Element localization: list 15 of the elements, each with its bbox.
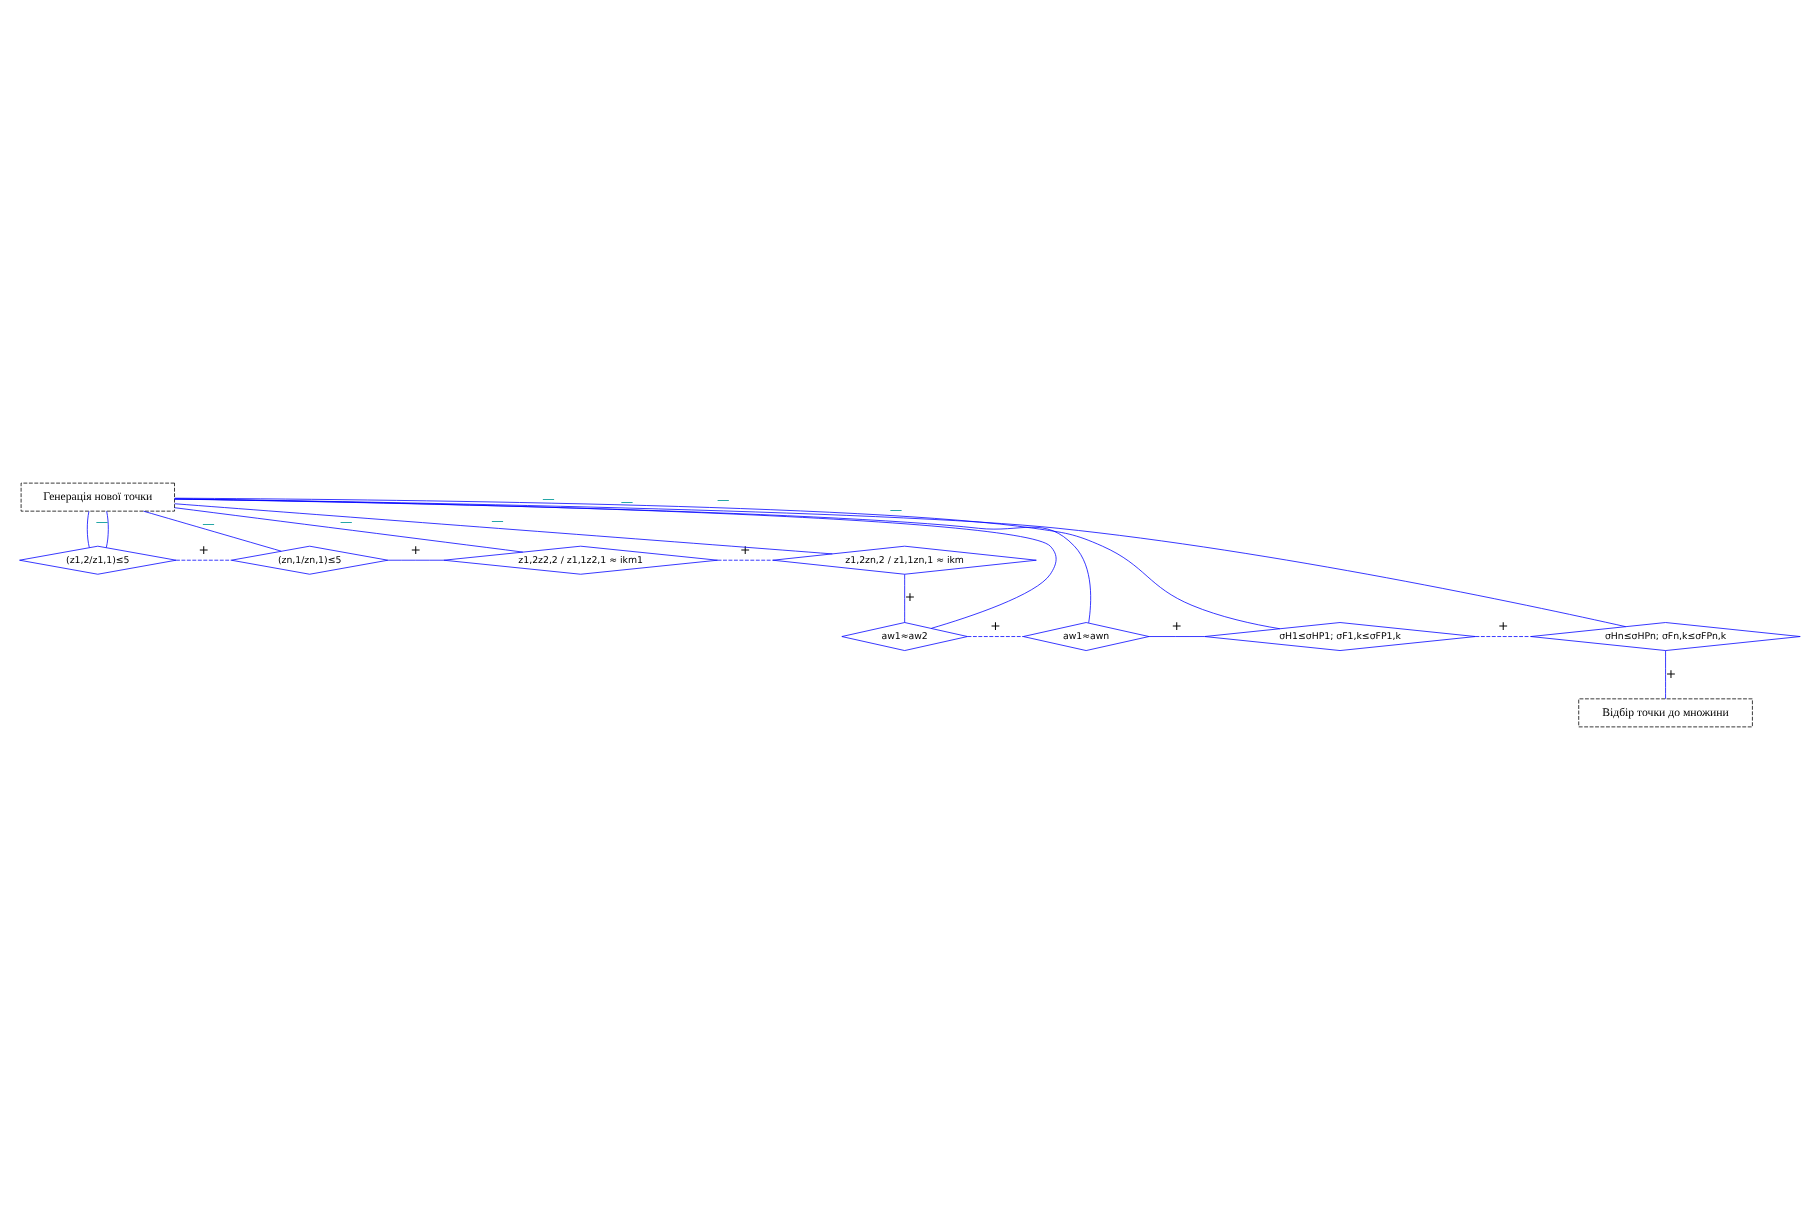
connector <box>967 636 1024 637</box>
connector <box>717 559 774 561</box>
connector <box>143 510 282 552</box>
connector <box>1148 636 1205 637</box>
connector <box>105 510 109 548</box>
connector <box>174 503 833 555</box>
connector <box>174 507 524 553</box>
connector <box>904 573 906 623</box>
connector <box>1475 636 1532 637</box>
connector <box>175 559 232 561</box>
connector <box>174 498 1627 628</box>
connector <box>1665 650 1666 700</box>
connector <box>174 497 1281 630</box>
connector <box>387 559 445 561</box>
connector <box>86 510 90 548</box>
